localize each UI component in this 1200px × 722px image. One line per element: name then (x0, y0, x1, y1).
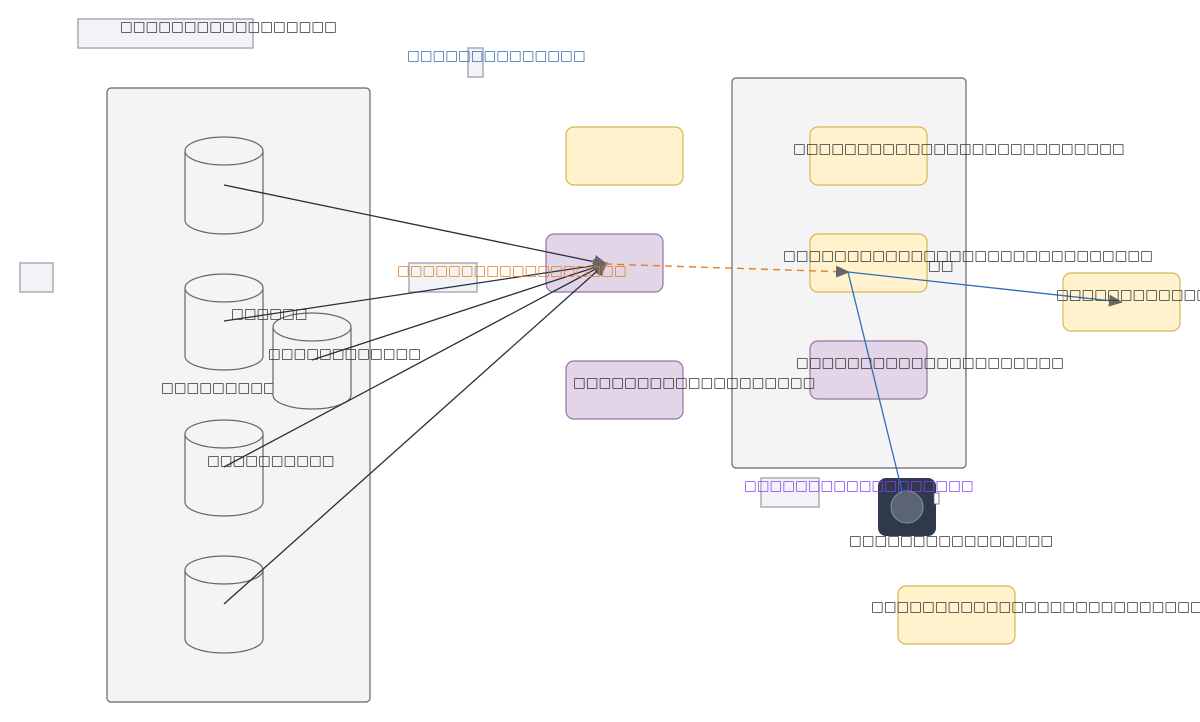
database-2[interactable] (184, 273, 264, 371)
bottom-right-node[interactable] (897, 585, 1016, 645)
edge-db3-hub[interactable] (223, 262, 608, 468)
far-right-label: □□□□□□□□□□□□□□□□□□□ (1056, 287, 1200, 303)
center-purple-label: □□□□□□□□□□□□□□□□□□□ (573, 375, 815, 391)
edge-note-box[interactable] (408, 262, 478, 293)
edge-db1-hub[interactable] (223, 184, 608, 269)
overlap-db-label: □□□□□□□□□□□□ (268, 346, 421, 362)
right-node-1[interactable] (809, 126, 928, 186)
edge-hub-to-right-node[interactable] (604, 263, 850, 278)
center-yellow-node[interactable] (565, 126, 684, 186)
right-node-2-sublabel: □□ (928, 258, 954, 274)
hub-edge-label: □□□□□□□□□□□□□□□□□□ (397, 263, 627, 279)
right-node-2-label: □□□□□□□□□□□□□□□□□□□□□□□□□□□□□ (783, 248, 1153, 264)
center-purple-node[interactable] (565, 360, 684, 420)
right-group-label: □□□□□□□□□□□□□□□□□□ (744, 478, 974, 494)
top-label: □□□□□□□□□□□□□□ (407, 48, 586, 64)
bottom-right-label: □□□□□□□□□□□□□□□□□□□□□□□□□□□□ (871, 599, 1200, 615)
db3-label: □□□□□□□□□□ (207, 453, 335, 469)
database-4[interactable] (184, 555, 264, 654)
actor-label: □□□□□□□□□□□□□□□□ (849, 533, 1053, 549)
edge-right-node-to-far-right[interactable] (847, 271, 1123, 307)
right-node-3[interactable] (809, 340, 928, 400)
db2-label: □□□□□□ (231, 306, 308, 322)
database-1[interactable] (184, 136, 264, 235)
left-group-container[interactable] (106, 87, 371, 703)
database-3[interactable] (184, 419, 264, 517)
actor-node[interactable] (878, 478, 940, 536)
title-note-box[interactable] (77, 18, 254, 49)
top-note-icon[interactable] (467, 47, 484, 78)
right-node-3-label: □□□□□□□□□□□□□□□□□□□□□ (796, 355, 1064, 371)
right-group-note-box[interactable] (760, 477, 820, 508)
actor-icon (890, 490, 924, 524)
edges-db-to-hub (223, 184, 608, 605)
edge-actor-to-right-node[interactable] (847, 271, 904, 496)
diagram-title: □□□□□□□□□□□□□□□□□ (120, 19, 337, 35)
left-note-box[interactable] (19, 262, 54, 293)
edge-db4-hub[interactable] (223, 262, 608, 605)
right-node-1-label: □□□□□□□□□□□□□□□□□□□□□□□□□□ (793, 141, 1125, 157)
database-overlap[interactable] (272, 312, 352, 410)
edge-dbo-hub[interactable] (311, 260, 608, 361)
edge-db2-hub[interactable] (223, 258, 608, 322)
